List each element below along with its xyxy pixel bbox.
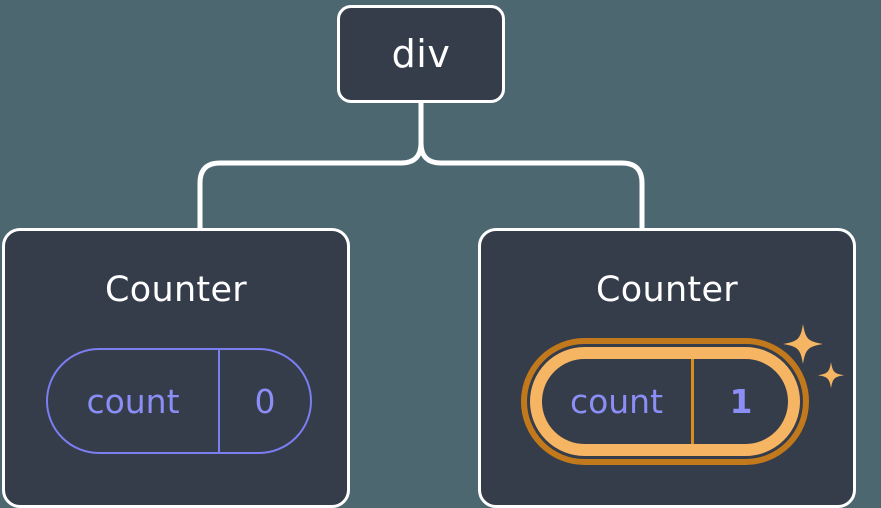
card-title: Counter xyxy=(105,270,247,310)
card-title: Counter xyxy=(596,270,738,310)
state-value-label: 0 xyxy=(254,381,276,421)
state-key-label: count xyxy=(542,359,694,444)
node-div-label: div xyxy=(391,32,451,76)
node-div[interactable]: div xyxy=(337,5,505,103)
sparkle-small-icon xyxy=(818,362,844,389)
state-pill-count-highlighted[interactable]: count 1 xyxy=(521,338,809,465)
component-card-counter-right[interactable]: Counter count 1 xyxy=(478,228,856,508)
state-pill-inner-ring: count 1 xyxy=(530,347,800,456)
component-card-counter-left[interactable]: Counter count 0 xyxy=(2,228,350,508)
state-pill-count[interactable]: count 0 xyxy=(46,348,312,454)
state-value-label: 1 xyxy=(729,382,753,421)
diagram-canvas: div Counter count 0 Counter count 1 xyxy=(2,5,856,508)
state-key-label: count xyxy=(48,350,220,452)
